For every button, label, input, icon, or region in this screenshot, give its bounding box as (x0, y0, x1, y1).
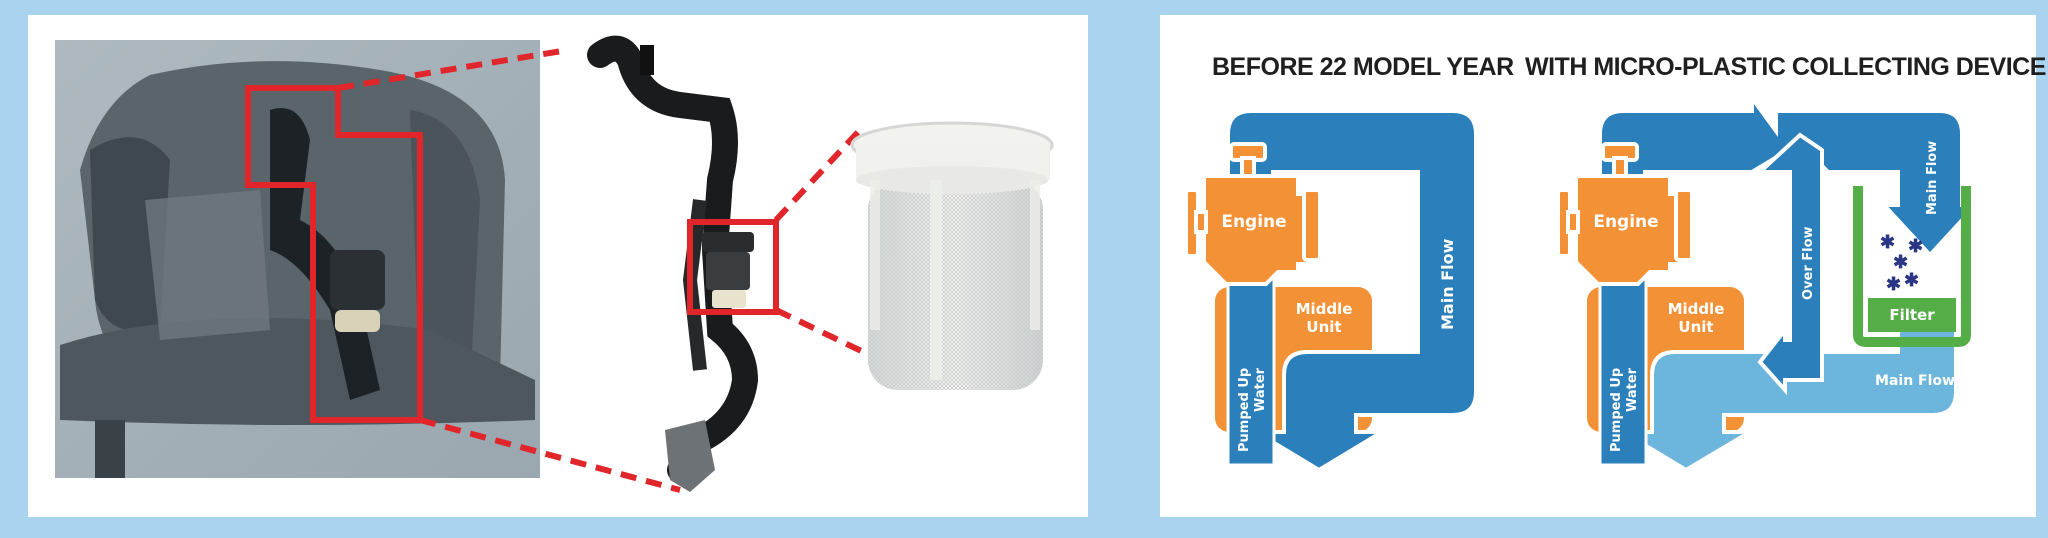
pumped-water-label-1: Pumped Up (1237, 368, 1252, 452)
hose-assembly (587, 35, 759, 492)
pumped-water-label-2: Water (1625, 367, 1640, 412)
pumped-water-label-1: Pumped Up (1609, 368, 1624, 452)
svg-text:✱: ✱ (1886, 274, 1901, 294)
before-diagram: Engine Middle Unit Pumped Up Water Main … (1184, 109, 1478, 473)
device-highlight-box (687, 219, 779, 315)
main-flow-top-arrow (1598, 91, 1981, 258)
svg-text:✱: ✱ (1904, 270, 1919, 290)
pumped-water-label-2: Water (1253, 367, 1268, 412)
filter-box: Filter ✱✱✱ ✱✱ (1853, 186, 1971, 347)
pumped-water-bar (1226, 268, 1276, 467)
main-flow-bottom-label: Main Flow (1875, 373, 1955, 389)
middle-unit-label-1: Middle (1668, 300, 1725, 318)
middle-unit-label-2: Unit (1678, 318, 1713, 336)
outboard-engine-photo (55, 40, 540, 478)
main-flow-label: Main Flow (1438, 238, 1457, 330)
filter-basket-image (850, 121, 1054, 390)
main-flow-top-label: Main Flow (1925, 141, 1940, 215)
middle-unit-label-2: Unit (1306, 318, 1341, 336)
over-flow-arrow (1754, 132, 1824, 396)
over-flow-label: Over Flow (1801, 226, 1816, 300)
main-flow-arrow (1226, 109, 1478, 473)
after-title: WITH MICRO-PLASTIC COLLECTING DEVICE (1525, 53, 2046, 81)
engine-label: Engine (1593, 212, 1658, 232)
before-title: BEFORE 22 MODEL YEAR (1212, 53, 1514, 81)
callout-dashed-lines (337, 47, 882, 493)
svg-text:✱: ✱ (1893, 252, 1908, 272)
svg-text:✱: ✱ (1880, 232, 1895, 252)
main-flow-bottom-arrow (1615, 328, 1958, 473)
filter-label: Filter (1889, 306, 1935, 324)
after-diagram: Filter ✱✱✱ ✱✱ Engine Middle Unit Pumped … (1556, 91, 1981, 473)
photo-panel (28, 15, 1088, 517)
microplastic-particles: ✱✱✱ ✱✱ (1880, 232, 1923, 294)
svg-text:✱: ✱ (1908, 236, 1923, 256)
engine-label: Engine (1221, 212, 1286, 232)
middle-unit-label-1: Middle (1296, 300, 1353, 318)
